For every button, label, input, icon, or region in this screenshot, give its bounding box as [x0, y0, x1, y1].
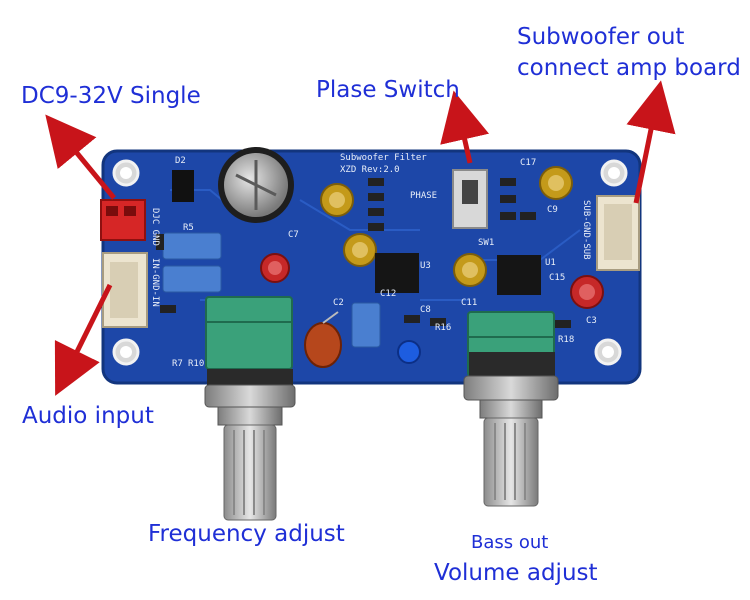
silk-c2: C2	[333, 298, 344, 308]
volume-potentiometer	[463, 311, 559, 507]
arrow-subwoofer-out	[626, 80, 676, 204]
silk-c15: C15	[549, 273, 565, 283]
power-connector	[100, 199, 146, 241]
label-power: DC9-32V Single	[21, 83, 201, 109]
film-cap-2	[162, 265, 222, 293]
silk-u1: U1	[545, 258, 556, 268]
arrow-phase-switch	[440, 90, 490, 164]
ceramic-capacitor	[304, 322, 342, 368]
silk-c17: C17	[520, 158, 536, 168]
silk-dc-header: DJC GND	[150, 208, 160, 246]
silk-c7: C7	[288, 230, 299, 240]
silk-sub-header: SUB-GND-SUB	[581, 200, 591, 260]
silk-d2: D2	[175, 156, 186, 166]
silk-r18: R18	[558, 335, 574, 345]
silk-r7: R7	[172, 359, 183, 369]
silk-c8: C8	[420, 305, 431, 315]
audio-input-connector	[102, 252, 148, 328]
diode-d2	[172, 170, 194, 202]
silk-sw: SW1	[478, 238, 494, 248]
silk-c9: C9	[547, 205, 558, 215]
silk-r16: R16	[435, 323, 451, 333]
silk-revision: XZD Rev:2.0	[340, 165, 400, 175]
label-audio-input: Audio input	[22, 403, 154, 429]
label-bass-out: Bass out	[471, 532, 549, 553]
silk-r5: R5	[183, 223, 194, 233]
arrow-power	[45, 114, 116, 200]
blue-led	[397, 340, 421, 364]
film-cap-1	[162, 232, 222, 260]
ic-chips	[375, 253, 541, 295]
main-capacitor	[218, 147, 294, 223]
silk-c11: C11	[461, 298, 477, 308]
silk-r10: R10	[188, 359, 204, 369]
phase-switch	[452, 169, 488, 229]
film-cap-3	[351, 302, 381, 348]
silk-c3: C3	[586, 316, 597, 326]
subwoofer-out-connector	[596, 195, 640, 271]
arrow-audio-input	[54, 283, 113, 396]
label-volume-adjust: Volume adjust	[434, 560, 598, 586]
label-subwoofer-out-line2: connect amp board	[517, 55, 741, 81]
silk-c12: C12	[380, 289, 396, 299]
label-frequency-adjust: Frequency adjust	[148, 521, 345, 547]
smd-components	[156, 178, 571, 328]
frequency-potentiometer	[204, 296, 296, 521]
label-subwoofer-out-line1: Subwoofer out	[517, 24, 685, 50]
mounting-holes	[112, 159, 628, 366]
silk-title: Subwoofer Filter	[340, 153, 427, 163]
label-phase-switch: Plase Switch	[316, 77, 460, 103]
small-capacitors	[260, 166, 604, 309]
silk-phase: PHASE	[410, 191, 437, 201]
silk-in-header: IN-GND-IN	[150, 258, 160, 307]
silk-u3: U3	[420, 261, 431, 271]
